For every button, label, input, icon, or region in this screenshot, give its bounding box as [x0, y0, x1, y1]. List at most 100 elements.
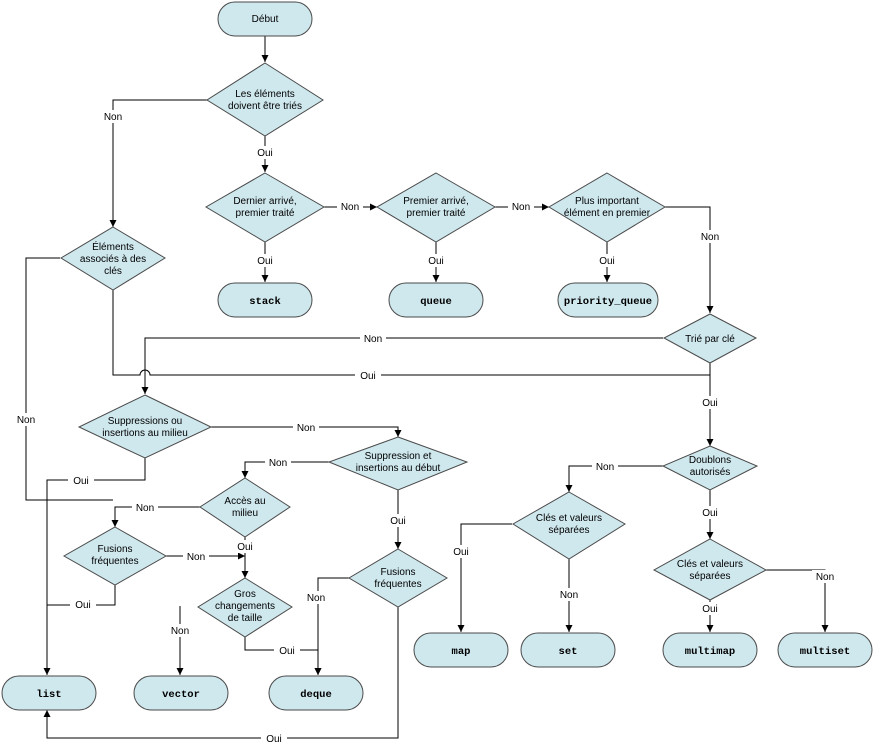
- label-non: Non: [269, 458, 287, 469]
- decision-associes-line3: clés: [104, 266, 122, 277]
- node-vector-label: vector: [162, 689, 200, 701]
- label-non: Non: [816, 572, 834, 583]
- label-oui: Oui: [279, 646, 295, 657]
- label-non: Non: [104, 112, 122, 123]
- label-non: Non: [171, 626, 189, 637]
- decision-fusions-left-line2: fréquentes: [91, 556, 138, 567]
- decision-associes-line1: Éléments: [92, 240, 134, 253]
- label-oui: Oui: [75, 600, 91, 611]
- decision-associes-line2: associés à des: [80, 254, 146, 265]
- decision-plus-line1: Plus important: [575, 196, 639, 207]
- label-non: Non: [341, 202, 359, 213]
- edge-plus-trie: [665, 206, 714, 313]
- label-oui: Oui: [428, 256, 444, 267]
- edge-acces-fusions: [111, 506, 200, 527]
- edges: [25, 36, 829, 739]
- decision-fusions-right: Fusions fréquentes: [348, 548, 448, 608]
- decision-cles1-line2: séparées: [548, 525, 589, 536]
- label-oui: Oui: [453, 547, 469, 558]
- label-oui: Oui: [390, 516, 406, 527]
- nodes: Début Les éléments doivent être triés De…: [1, 1, 873, 711]
- label-non: Non: [364, 334, 382, 345]
- node-debut-label: Début: [252, 14, 279, 25]
- label-non: Non: [17, 415, 35, 426]
- node-queue-label: queue: [420, 296, 452, 308]
- decision-suppressions-milieu: Suppressions ou insertions au milieu: [77, 394, 213, 459]
- decision-fusions-right-line2: fréquentes: [374, 579, 421, 590]
- node-debut: Début: [217, 1, 313, 37]
- label-non: Non: [187, 552, 205, 563]
- label-non: Non: [560, 590, 578, 601]
- node-multimap-label: multimap: [685, 646, 735, 658]
- label-oui: Oui: [360, 371, 376, 382]
- label-oui: Oui: [702, 604, 718, 615]
- edge-trie-suppressions: [141, 337, 663, 394]
- decision-plus-important: Plus important élément en premier: [548, 172, 666, 243]
- node-priority-queue: priority_queue: [557, 282, 659, 318]
- decision-dernier-line1: Dernier arrivé,: [233, 196, 296, 207]
- decision-dernier: Dernier arrivé, premier traité: [205, 172, 325, 243]
- edge-suppressions-debut: [211, 426, 402, 437]
- node-multimap: multimap: [662, 632, 758, 668]
- node-stack-label: stack: [249, 296, 281, 308]
- decision-acces-milieu: Accès au milieu: [199, 477, 291, 538]
- edge-fusionsr-list: [43, 607, 399, 739]
- label-oui: Oui: [237, 542, 253, 553]
- decision-cles1-line1: Clés et valeurs: [536, 513, 602, 524]
- label-oui: Oui: [702, 508, 718, 519]
- node-multiset: multiset: [777, 632, 873, 668]
- decision-cles-valeurs-1: Clés et valeurs séparées: [512, 491, 626, 560]
- node-list: list: [1, 675, 97, 711]
- decision-fusions-left-line1: Fusions: [97, 544, 132, 555]
- edge-fusions-list: [47, 585, 116, 606]
- decision-cles-valeurs-2: Clés et valeurs séparées: [652, 538, 768, 601]
- decision-gros-changements: Gros changements de taille: [197, 577, 293, 638]
- decision-doublons-line2: autorisés: [690, 467, 731, 478]
- decision-doublons-line1: Doublons: [689, 455, 731, 466]
- node-set: set: [520, 632, 616, 668]
- node-deque: deque: [268, 675, 364, 711]
- decision-gros-line2: changements: [215, 601, 275, 612]
- label-non: Non: [701, 232, 719, 243]
- node-queue: queue: [388, 282, 484, 318]
- decision-premier: Premier arrivé, premier traité: [376, 172, 496, 243]
- decision-suppression-debut: Suppression et insertions au début: [327, 436, 469, 491]
- decision-suppressions-line2: insertions au milieu: [102, 428, 188, 439]
- label-oui: Oui: [266, 734, 282, 745]
- decision-fusions-right-line1: Fusions: [380, 567, 415, 578]
- label-oui: Oui: [257, 256, 273, 267]
- node-deque-label: deque: [300, 689, 332, 701]
- edge-suppressions-list: [43, 458, 146, 675]
- decision-suppressions-line1: Suppressions ou: [108, 416, 183, 427]
- label-non: Non: [596, 462, 614, 473]
- node-map: map: [413, 632, 509, 668]
- edge-associes-doublons: [112, 290, 714, 446]
- node-priority-queue-label: priority_queue: [564, 296, 652, 308]
- decision-premier-line2: premier traité: [407, 208, 466, 219]
- decision-cles2-line2: séparées: [689, 571, 730, 582]
- label-non: Non: [512, 202, 530, 213]
- decision-debut-line1: Suppression et: [365, 451, 432, 462]
- decision-trier-line1: Les éléments: [235, 89, 294, 100]
- decision-gros-line1: Gros: [234, 589, 256, 600]
- edge-cles1-map: [457, 523, 512, 632]
- label-non: Non: [297, 423, 315, 434]
- decision-fusions-left: Fusions fréquentes: [62, 526, 168, 586]
- decision-cles2-line1: Clés et valeurs: [677, 559, 743, 570]
- decision-plus-line2: élément en premier: [564, 208, 651, 219]
- node-multiset-label: multiset: [800, 646, 850, 658]
- label-oui: Oui: [599, 256, 615, 267]
- label-non: Non: [136, 503, 154, 514]
- edge-doublons-cles1: [565, 465, 663, 492]
- edge-debut-acces: [241, 461, 330, 478]
- decision-trier-line2: doivent être triés: [228, 101, 302, 112]
- node-set-label: set: [559, 646, 578, 658]
- edge-fusionsr-deque: [314, 577, 349, 675]
- label-oui: Oui: [257, 148, 273, 159]
- decision-debut-line2: insertions au début: [356, 463, 441, 474]
- decision-trie-cle: Trié par clé: [662, 313, 758, 364]
- node-map-label: map: [452, 646, 471, 658]
- decision-doublons: Doublons autorisés: [661, 445, 759, 491]
